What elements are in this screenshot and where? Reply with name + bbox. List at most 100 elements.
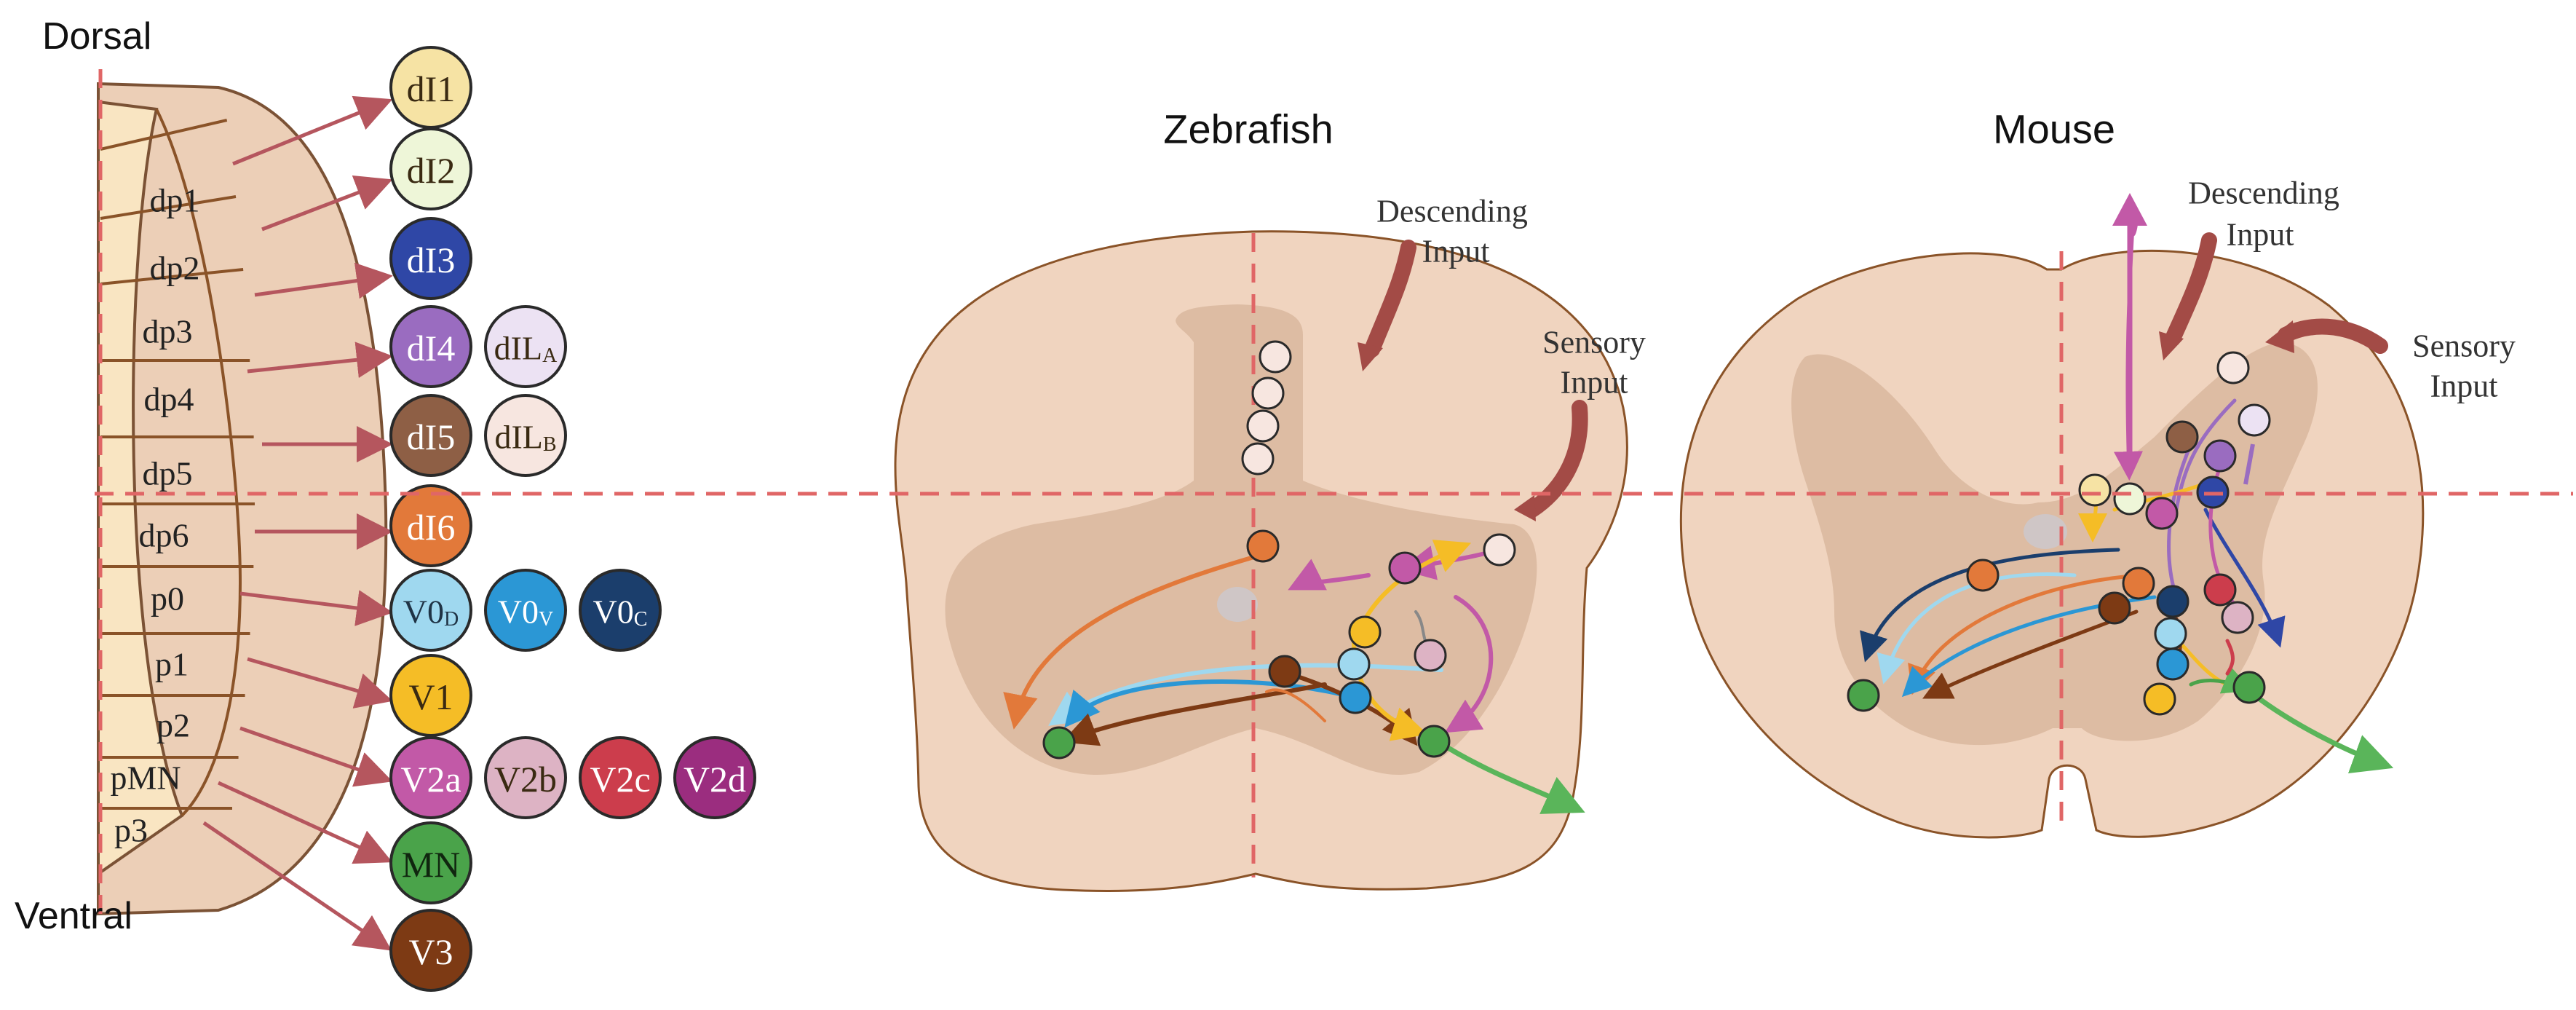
mouse-neuron-V0C: [2156, 585, 2189, 618]
arrow-to-dI1: [232, 95, 393, 166]
zebrafish-central-canal: [1217, 587, 1258, 622]
zebrafish-sensory-arrow: [1524, 400, 1588, 518]
zebrafish-neuron-V0D: [1337, 647, 1371, 681]
mouse-descending-label-2: Input: [2227, 217, 2294, 253]
zebrafish-panel: Zebrafish Descending Input Sensory: [894, 106, 1646, 892]
mouse-neuron-V2b: [2221, 601, 2254, 634]
cell-type-V2d: V2d: [673, 736, 756, 819]
cell-type-V0V-circle: [484, 569, 567, 652]
mouse-descending-arrow: [2165, 232, 2217, 347]
cell-type-V3-label: V3: [408, 931, 453, 972]
cell-type-dI2-label: dI2: [407, 150, 456, 191]
cell-type-V2b-label: V2b: [494, 759, 557, 800]
mouse-inhibitory-terminal: [2243, 443, 2255, 485]
zebrafish-sensory-label-2: Input: [1561, 365, 1628, 401]
cell-type-dI4: dI4: [389, 305, 472, 388]
zebrafish-neurons: [1042, 340, 1516, 760]
zebrafish-descending-label-2: Input: [1422, 234, 1490, 269]
zebrafish-neuron-dI6: [1246, 529, 1280, 563]
mouse-neuron-dI6: [2122, 567, 2155, 600]
mouse-neuron-MN: [2232, 671, 2266, 704]
cell-type-V2c-circle: [579, 736, 662, 819]
zebrafish-neuron-V2a: [1388, 551, 1422, 585]
mouse-sensory-label-2: Input: [2430, 368, 2498, 404]
cell-type-V2c: V2c: [579, 736, 662, 819]
mouse-neuron-dI5: [2165, 420, 2199, 454]
zebrafish-neuron-V0V: [1339, 681, 1372, 714]
progenitor-arrows: [202, 95, 393, 951]
cell-type-V2d-circle: [673, 736, 756, 819]
cell-type-dI6-label: dI6: [407, 507, 456, 548]
zebrafish-circuits: [1003, 540, 1585, 814]
cell-type-dILA-circle: [484, 305, 567, 388]
cell-type-dI5: dI5: [389, 394, 472, 477]
ventral-label: Ventral: [15, 895, 132, 937]
arrow-to-V2a: [239, 726, 393, 787]
cell-type-V0C: V0C: [579, 569, 662, 652]
domain-label-dp1: dp1: [150, 182, 200, 219]
zebrafish-neuron-dILB: [1483, 533, 1516, 567]
dorsal-label: Dorsal: [42, 15, 151, 58]
cell-type-V2b: V2b: [484, 736, 567, 819]
cell-type-V1-label: V1: [408, 676, 453, 717]
mouse-title: Mouse: [1993, 106, 2115, 152]
cell-type-dI6-circle: [389, 484, 472, 567]
mouse-central-canal: [2024, 514, 2067, 549]
cell-type-V0V: V0V: [484, 569, 567, 652]
mouse-neuron-V1: [2143, 682, 2176, 716]
cell-type-dI6: dI6: [389, 484, 472, 567]
mouse-neuron-dI6: [1966, 559, 2000, 592]
mouse-neuron-V3: [2098, 591, 2131, 625]
mouse-neuron-dILA: [2238, 403, 2271, 437]
cell-type-dI2: dI2: [389, 127, 472, 210]
mouse-neuron-V2c: [2203, 573, 2237, 607]
zebrafish-neuron-V1: [1348, 615, 1382, 649]
mouse-neuron-dI1: [2078, 473, 2112, 507]
arrow-to-V1: [247, 657, 393, 709]
cell-type-dI5-circle: [389, 394, 472, 477]
mouse-neuron-dILB: [2216, 351, 2250, 384]
cell-type-V0C-circle: [579, 569, 662, 652]
cell-type-dI3: dI3: [389, 217, 472, 300]
cell-type-V0D: V0D: [389, 569, 472, 652]
zebrafish-neuron-V3: [1268, 655, 1301, 688]
domain-label-p3: p3: [114, 812, 148, 849]
cell-type-V2a-circle: [389, 736, 472, 819]
mouse-neuron-V0V: [2156, 647, 2189, 681]
domain-label-dp3: dp3: [143, 313, 193, 350]
zebrafish-neuron-MN: [1417, 725, 1451, 758]
cell-type-V2c-label: V2c: [590, 759, 650, 800]
zebrafish-sensory-label-1: Sensory: [1542, 325, 1646, 360]
cell-type-V1-circle: [389, 654, 472, 737]
cell-type-dILB-circle: [484, 394, 567, 477]
zebrafish-neuron-dILB: [1246, 409, 1280, 443]
cell-type-V3-circle: [389, 909, 472, 992]
mouse-neuron-MN: [1847, 679, 1880, 712]
domain-label-dp5: dp5: [143, 455, 193, 492]
domain-label-dp2: dp2: [150, 250, 200, 287]
zebrafish-descending-label-1: Descending: [1376, 194, 1528, 229]
domain-label-dp4: dp4: [144, 381, 194, 418]
cell-type-MN-label: MN: [402, 844, 461, 885]
cell-type-V2b-circle: [484, 736, 567, 819]
domain-boundary: [100, 195, 237, 220]
mouse-neuron-V0D: [2154, 617, 2187, 650]
neural-tube-half: [97, 82, 388, 916]
domain-label-p1: p1: [155, 646, 189, 683]
cell-type-dILA: dILA: [484, 305, 567, 388]
zebrafish-neuron-MN: [1042, 726, 1076, 760]
cell-type-dILB-label: dILB: [494, 419, 556, 456]
domain-boundaries: [100, 119, 255, 810]
cell-type-dILB: dILB: [484, 394, 567, 477]
domain-label-p0: p0: [151, 580, 184, 618]
ventricular-zone: [97, 100, 184, 877]
arrow-to-V0D: [239, 590, 393, 626]
zebrafish-neuron-dILB: [1251, 376, 1285, 410]
cell-type-V1: V1: [389, 654, 472, 737]
mouse-neuron-dI2: [2113, 482, 2147, 516]
cell-type-V2a-label: V2a: [400, 759, 461, 800]
